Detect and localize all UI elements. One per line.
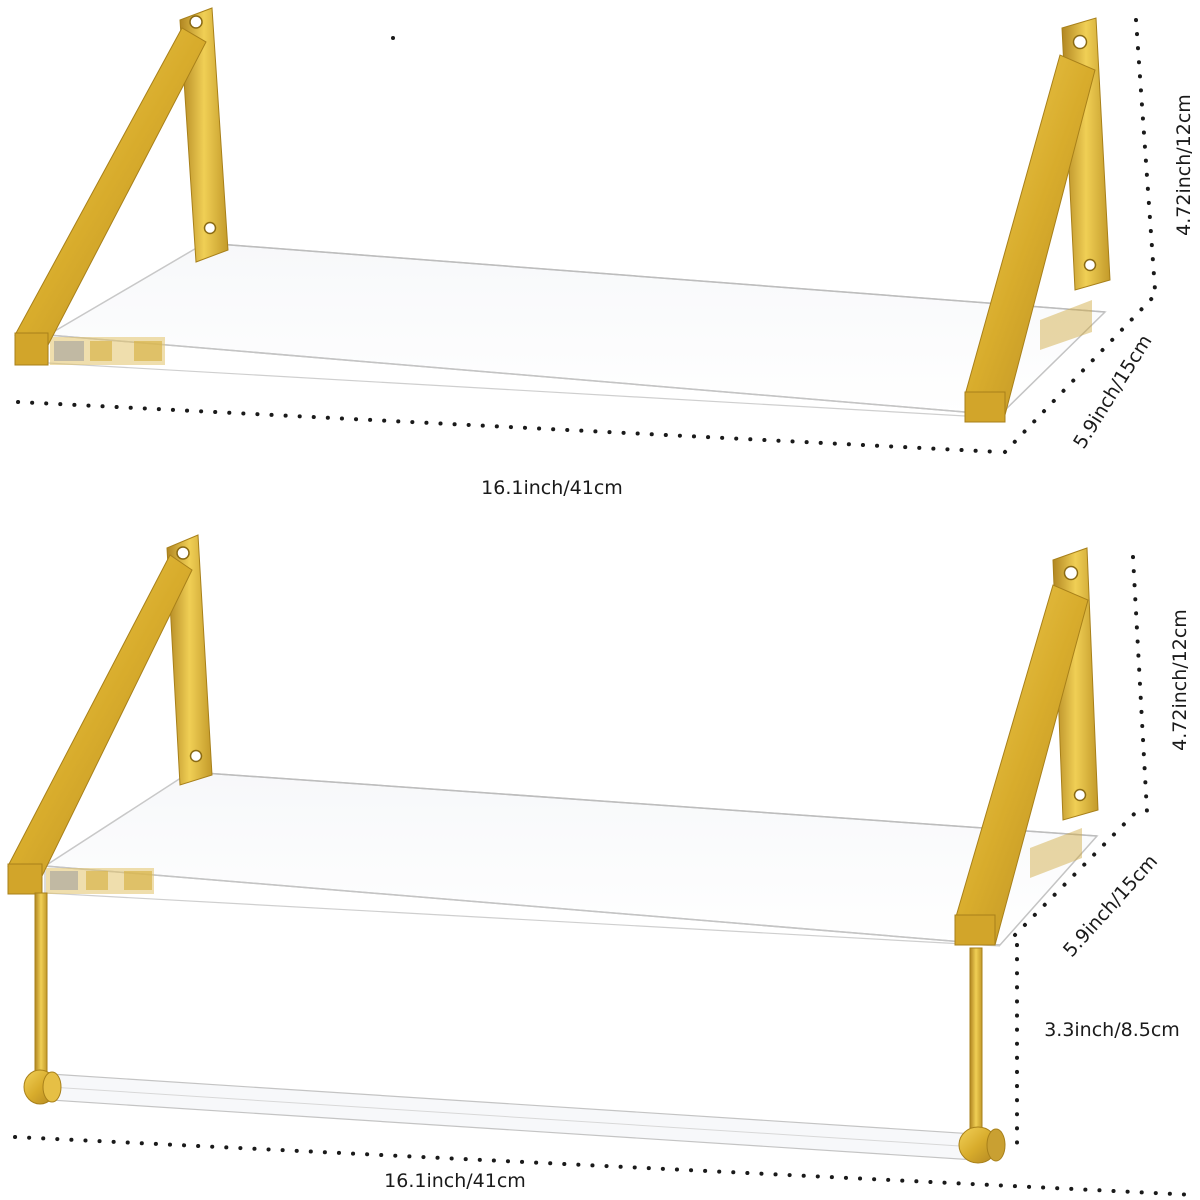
left-gold-bracket xyxy=(7,534,213,895)
width-dimension-line xyxy=(13,1135,1197,1197)
width-dimension-label: 16.1inch/41cm xyxy=(384,1170,526,1192)
stray-dot xyxy=(391,36,395,40)
depth-dimension-label: 5.9inch/15cm xyxy=(1069,331,1156,453)
width-dimension-line xyxy=(16,400,1002,454)
left-gold-bracket xyxy=(14,7,229,366)
depth-dimension-label: 5.9inch/15cm xyxy=(1059,850,1162,961)
shelf-top: 16.1inch/41cm 5.9inch/15cm 4.72inch/12cm xyxy=(14,7,1195,499)
height-dimension-label: 4.72inch/12cm xyxy=(1173,94,1195,236)
acrylic-board xyxy=(42,771,1099,947)
right-gold-bracket xyxy=(964,17,1111,423)
height-dimension-label: 4.72inch/12cm xyxy=(1169,609,1191,751)
shelf-bottom: 16.1inch/41cm 5.9inch/15cm 4.72inch/12cm… xyxy=(7,534,1197,1197)
towel-bar xyxy=(23,892,1006,1164)
right-gold-bracket xyxy=(954,547,1099,946)
height-dimension-line xyxy=(1131,555,1149,814)
depth-dimension-line xyxy=(1013,806,1142,937)
acrylic-board xyxy=(45,242,1107,419)
width-dimension-label: 16.1inch/41cm xyxy=(481,477,623,499)
height-dimension-line xyxy=(1134,18,1157,292)
towel-bar-drop-label: 3.3inch/8.5cm xyxy=(1044,1019,1180,1041)
depth-dimension-line xyxy=(1003,290,1160,454)
